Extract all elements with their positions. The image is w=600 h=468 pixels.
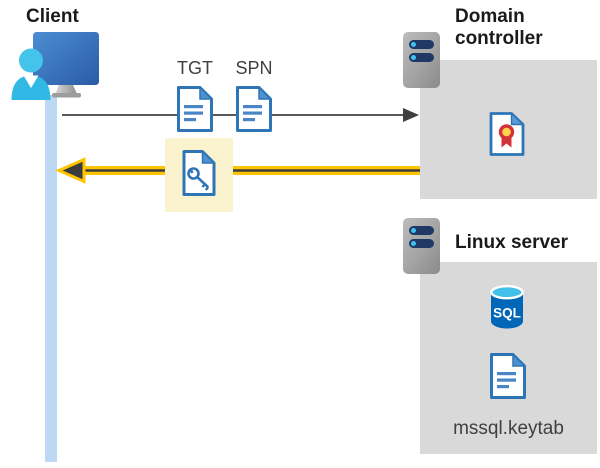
tgt-label: TGT: [177, 58, 213, 78]
certificate-icon: [489, 111, 525, 156]
server-slot-icon: [409, 226, 434, 235]
person-icon: [11, 48, 51, 100]
sql-database-icon: SQL: [490, 284, 524, 329]
linux-server-label: Linux server: [455, 232, 568, 253]
tgt-document-icon: [177, 85, 214, 132]
server-slot-icon: [409, 239, 434, 248]
key-document-icon: [182, 149, 216, 196]
monitor-icon: [33, 32, 99, 98]
client-label: Client: [26, 6, 79, 27]
spn-label: SPN: [235, 58, 273, 78]
keytab-label: mssql.keytab: [453, 418, 564, 439]
domain-controller-server-icon: [403, 32, 440, 88]
spn-document-icon: [236, 85, 273, 132]
service-ticket-response-arrow: [55, 157, 420, 184]
linux-server-icon: [403, 218, 440, 274]
domain-controller-label: Domain controller: [455, 6, 543, 49]
server-slot-icon: [409, 40, 434, 49]
keytab-document-icon: [490, 352, 527, 399]
server-slot-icon: [409, 53, 434, 62]
user-at-monitor-icon: [11, 32, 99, 100]
client-lifeline: [45, 95, 57, 462]
sql-text: SQL: [493, 306, 521, 321]
